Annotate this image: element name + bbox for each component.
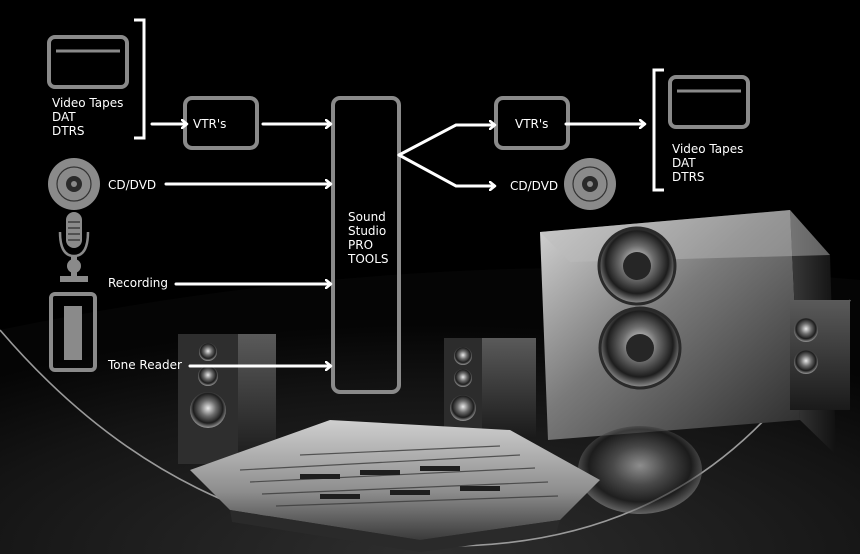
studio-line-pro: PRO (348, 238, 374, 252)
far-right-speaker-image (790, 300, 850, 410)
vtr-output-label: VTR's (515, 117, 549, 131)
tone-reader-label: Tone Reader (108, 358, 182, 372)
output-video-tape-icon (668, 75, 750, 129)
label-dtrs: DTRS (52, 124, 85, 138)
output-label-dat: DAT (672, 156, 696, 170)
recording-label: Recording (108, 276, 169, 290)
studio-label: Sound Studio PRO TOOLS (348, 210, 389, 266)
arrow-studio-to-vtr-out (397, 125, 494, 157)
left-speaker-image (178, 334, 276, 464)
studio-line-studio: Studio (348, 224, 387, 238)
output-label-video-tapes: Video Tapes (672, 142, 744, 156)
output-tapes-label: Video Tapes DAT DTRS (672, 142, 743, 184)
vtr-input-label: VTR's (193, 117, 227, 131)
cd-dvd-output-disc-icon (564, 158, 616, 210)
cd-dvd-input-label: CD/DVD (108, 178, 157, 192)
output-tapes-bracket (652, 68, 664, 192)
mixing-console-image (190, 420, 600, 552)
input-tapes-label: Video Tapes DAT DTRS (52, 96, 123, 138)
middle-speaker-image (444, 338, 536, 438)
studio-line-sound: Sound (348, 210, 386, 224)
video-tape-icon (47, 35, 129, 89)
label-video-tapes: Video Tapes (52, 96, 124, 110)
arrow-studio-to-cd-out (397, 153, 494, 186)
cd-dvd-disc-icon (48, 158, 100, 210)
output-label-dtrs: DTRS (672, 170, 705, 184)
cd-dvd-output-label: CD/DVD (510, 179, 559, 193)
studio-line-tools: TOOLS (348, 252, 389, 266)
sound-studio-box (331, 96, 401, 394)
microphone-icon (58, 212, 90, 282)
label-dat: DAT (52, 110, 76, 124)
tapes-bracket (134, 18, 146, 140)
recorder-device-icon (49, 292, 97, 372)
